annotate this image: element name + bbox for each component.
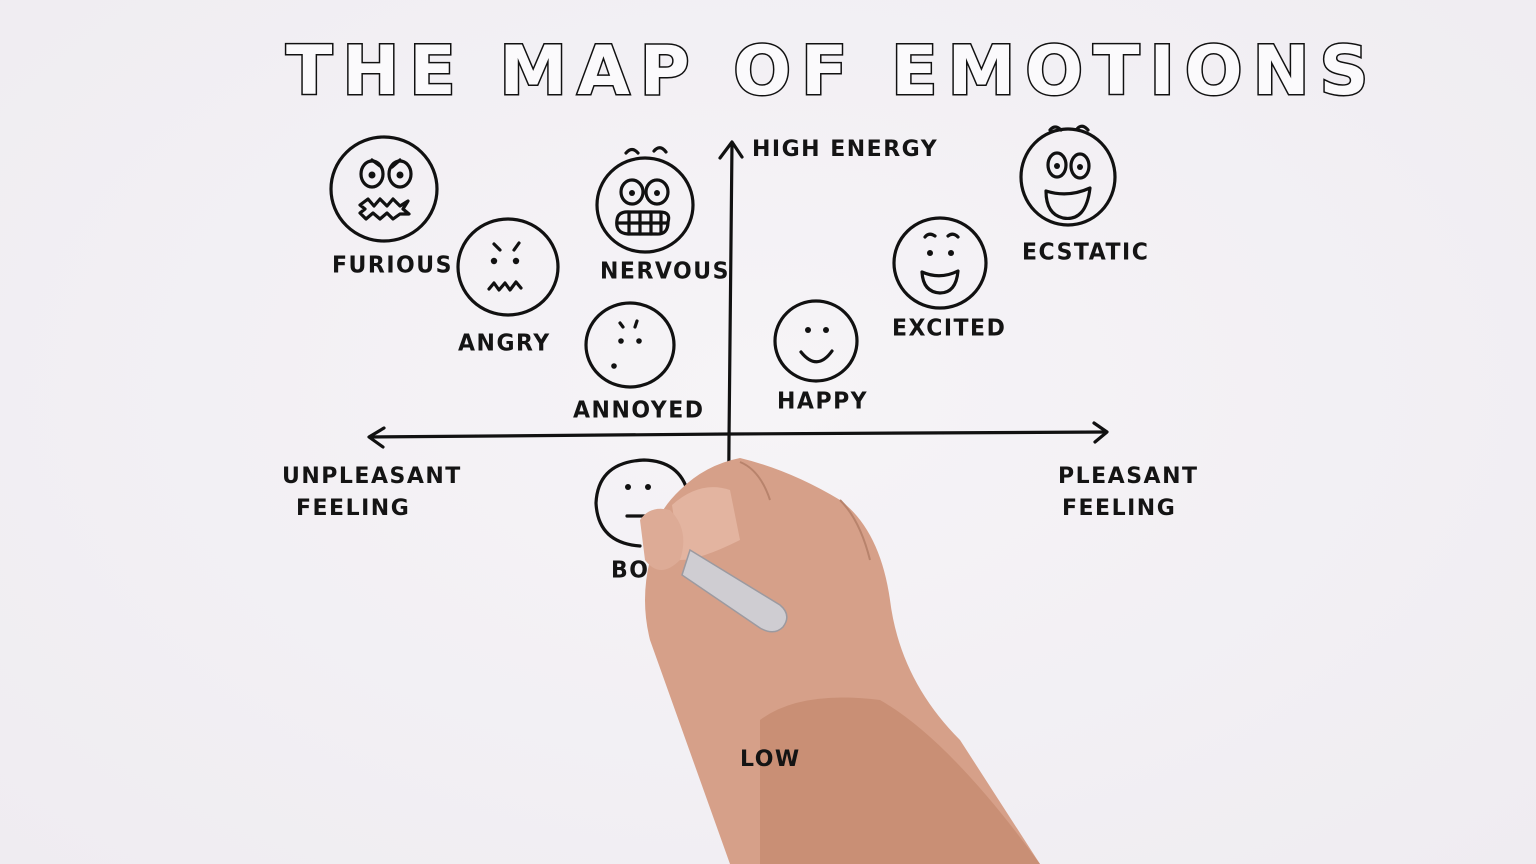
happy-face-icon [773, 299, 859, 383]
arrow-up-icon [718, 140, 744, 160]
axis-label-unpleasant-line2: FEELING [296, 496, 411, 521]
axis-label-pleasant-line1: PLEASANT [1058, 464, 1199, 489]
annoyed-face-icon [584, 301, 676, 389]
label-annoyed: ANNOYED [573, 397, 705, 424]
label-happy: HAPPY [777, 388, 869, 415]
label-furious: FURIOUS [332, 252, 453, 279]
horizontal-feeling-axis [367, 421, 1109, 449]
label-nervous: NERVOUS [600, 258, 730, 285]
axis-label-unpleasant: UNPLEASANT FEELING [282, 461, 462, 525]
axis-label-pleasant-line2: FEELING [1062, 496, 1177, 521]
arrow-right-icon [1092, 421, 1109, 444]
label-angry: ANGRY [458, 330, 551, 357]
axis-label-high-energy: HIGH ENERGY [752, 137, 939, 162]
hand-with-marker [640, 458, 1040, 864]
angry-face-icon [456, 217, 560, 317]
nervous-face-icon [595, 146, 695, 254]
excited-face-icon [892, 216, 988, 310]
axis-label-pleasant: PLEASANT FEELING [1058, 461, 1199, 525]
label-bored-partial: BO [611, 557, 650, 584]
furious-face-icon [329, 135, 439, 243]
axis-label-low-energy: LOW [740, 747, 801, 772]
ecstatic-face-icon [1019, 124, 1117, 227]
axis-label-unpleasant-line1: UNPLEASANT [282, 464, 462, 489]
label-excited: EXCITED [892, 315, 1007, 342]
label-ecstatic: ECSTATIC [1022, 239, 1150, 266]
arrow-left-icon [367, 426, 386, 449]
